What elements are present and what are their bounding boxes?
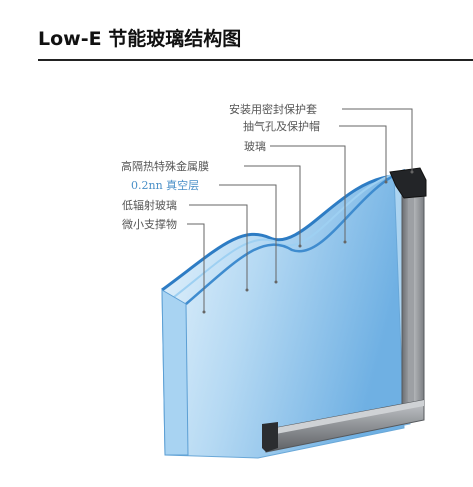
leader-line-spacer [187, 223, 205, 312]
header: Low-E 节能玻璃结构图 [0, 0, 473, 62]
label-vacuum-layer: 0.2nn 真空层 [131, 178, 199, 192]
leader-dot-vacuum [274, 280, 278, 284]
leader-line-vacuum [219, 184, 277, 282]
label-glass: 玻璃 [244, 139, 266, 153]
leader-dot-seal [410, 170, 414, 174]
bottom-frame-lip [264, 400, 424, 436]
page-title: Low-E 节能玻璃结构图 [38, 28, 242, 50]
title-divider [38, 59, 473, 61]
leader-line-lowe-glass [189, 204, 248, 290]
label-vent-cap: 抽气孔及保护帽 [243, 119, 320, 133]
leader-line-vent [339, 125, 387, 182]
leader-line-seal [342, 108, 413, 172]
leader-line-glass [270, 145, 346, 242]
leader-lines [187, 108, 413, 312]
right-frame-inner [408, 190, 414, 402]
leader-dot-lowe-glass [245, 288, 249, 292]
frame-end-cap-top [389, 167, 427, 199]
label-seal-sleeve: 安装用密封保护套 [229, 102, 317, 116]
label-lowe-glass: 低辐射玻璃 [122, 198, 177, 212]
leader-line-metal-film [244, 165, 301, 246]
back-pane-edge [185, 168, 406, 305]
frame-end-cap-bottom [262, 422, 278, 452]
leader-dot-metal-film [298, 244, 302, 248]
left-glass-edge [161, 289, 189, 456]
label-micro-spacer: 微小支撑物 [122, 217, 177, 231]
label-metal-film: 高隔热特殊金属膜 [121, 159, 209, 173]
vacuum-layer-edge [173, 172, 400, 298]
leader-dots [202, 170, 414, 314]
leader-dot-vent [384, 180, 388, 184]
glass-edge-highlight [161, 174, 395, 292]
diagram-canvas: 安装用密封保护套 抽气孔及保护帽 玻璃 高隔热特殊金属膜 0.2nn 真空层 低… [121, 102, 427, 459]
glass-structure-diagram: 安装用密封保护套 抽气孔及保护帽 玻璃 高隔热特殊金属膜 0.2nn 真空层 低… [0, 62, 473, 487]
leader-dot-spacer [202, 310, 206, 314]
leader-dot-glass [343, 240, 347, 244]
